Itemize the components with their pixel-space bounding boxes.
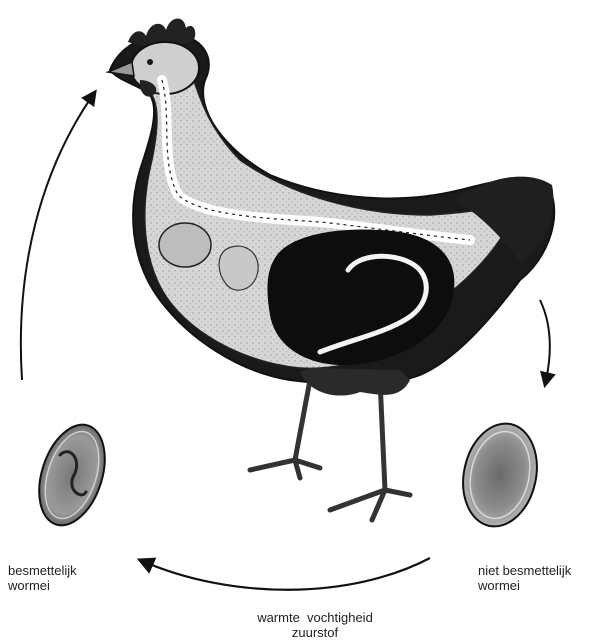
right-leg [330, 380, 410, 520]
non-infective-egg-label-line2: wormei [478, 578, 571, 593]
non-infective-egg-label-line1: niet besmettelijk [478, 563, 571, 578]
non-infective-egg [454, 417, 546, 534]
arrow-ingestion [21, 92, 95, 380]
eye [147, 59, 153, 65]
left-leg [250, 380, 320, 478]
conditions-label: warmte vochtigheid zuurstof [235, 610, 395, 640]
gizzard [219, 246, 258, 290]
arrow-excretion [540, 300, 550, 385]
infective-egg-label-line1: besmettelijk [8, 563, 77, 578]
thighs [300, 368, 410, 396]
crop [159, 223, 211, 267]
non-infective-egg-label: niet besmettelijk wormei [478, 563, 571, 593]
arrow-development [140, 558, 430, 590]
conditions-label-line2: zuurstof [235, 625, 395, 640]
infective-egg [27, 416, 116, 533]
conditions-label-line1: warmte vochtigheid [235, 610, 395, 625]
infective-egg-label-line2: wormei [8, 578, 77, 593]
infective-egg-label: besmettelijk wormei [8, 563, 77, 593]
